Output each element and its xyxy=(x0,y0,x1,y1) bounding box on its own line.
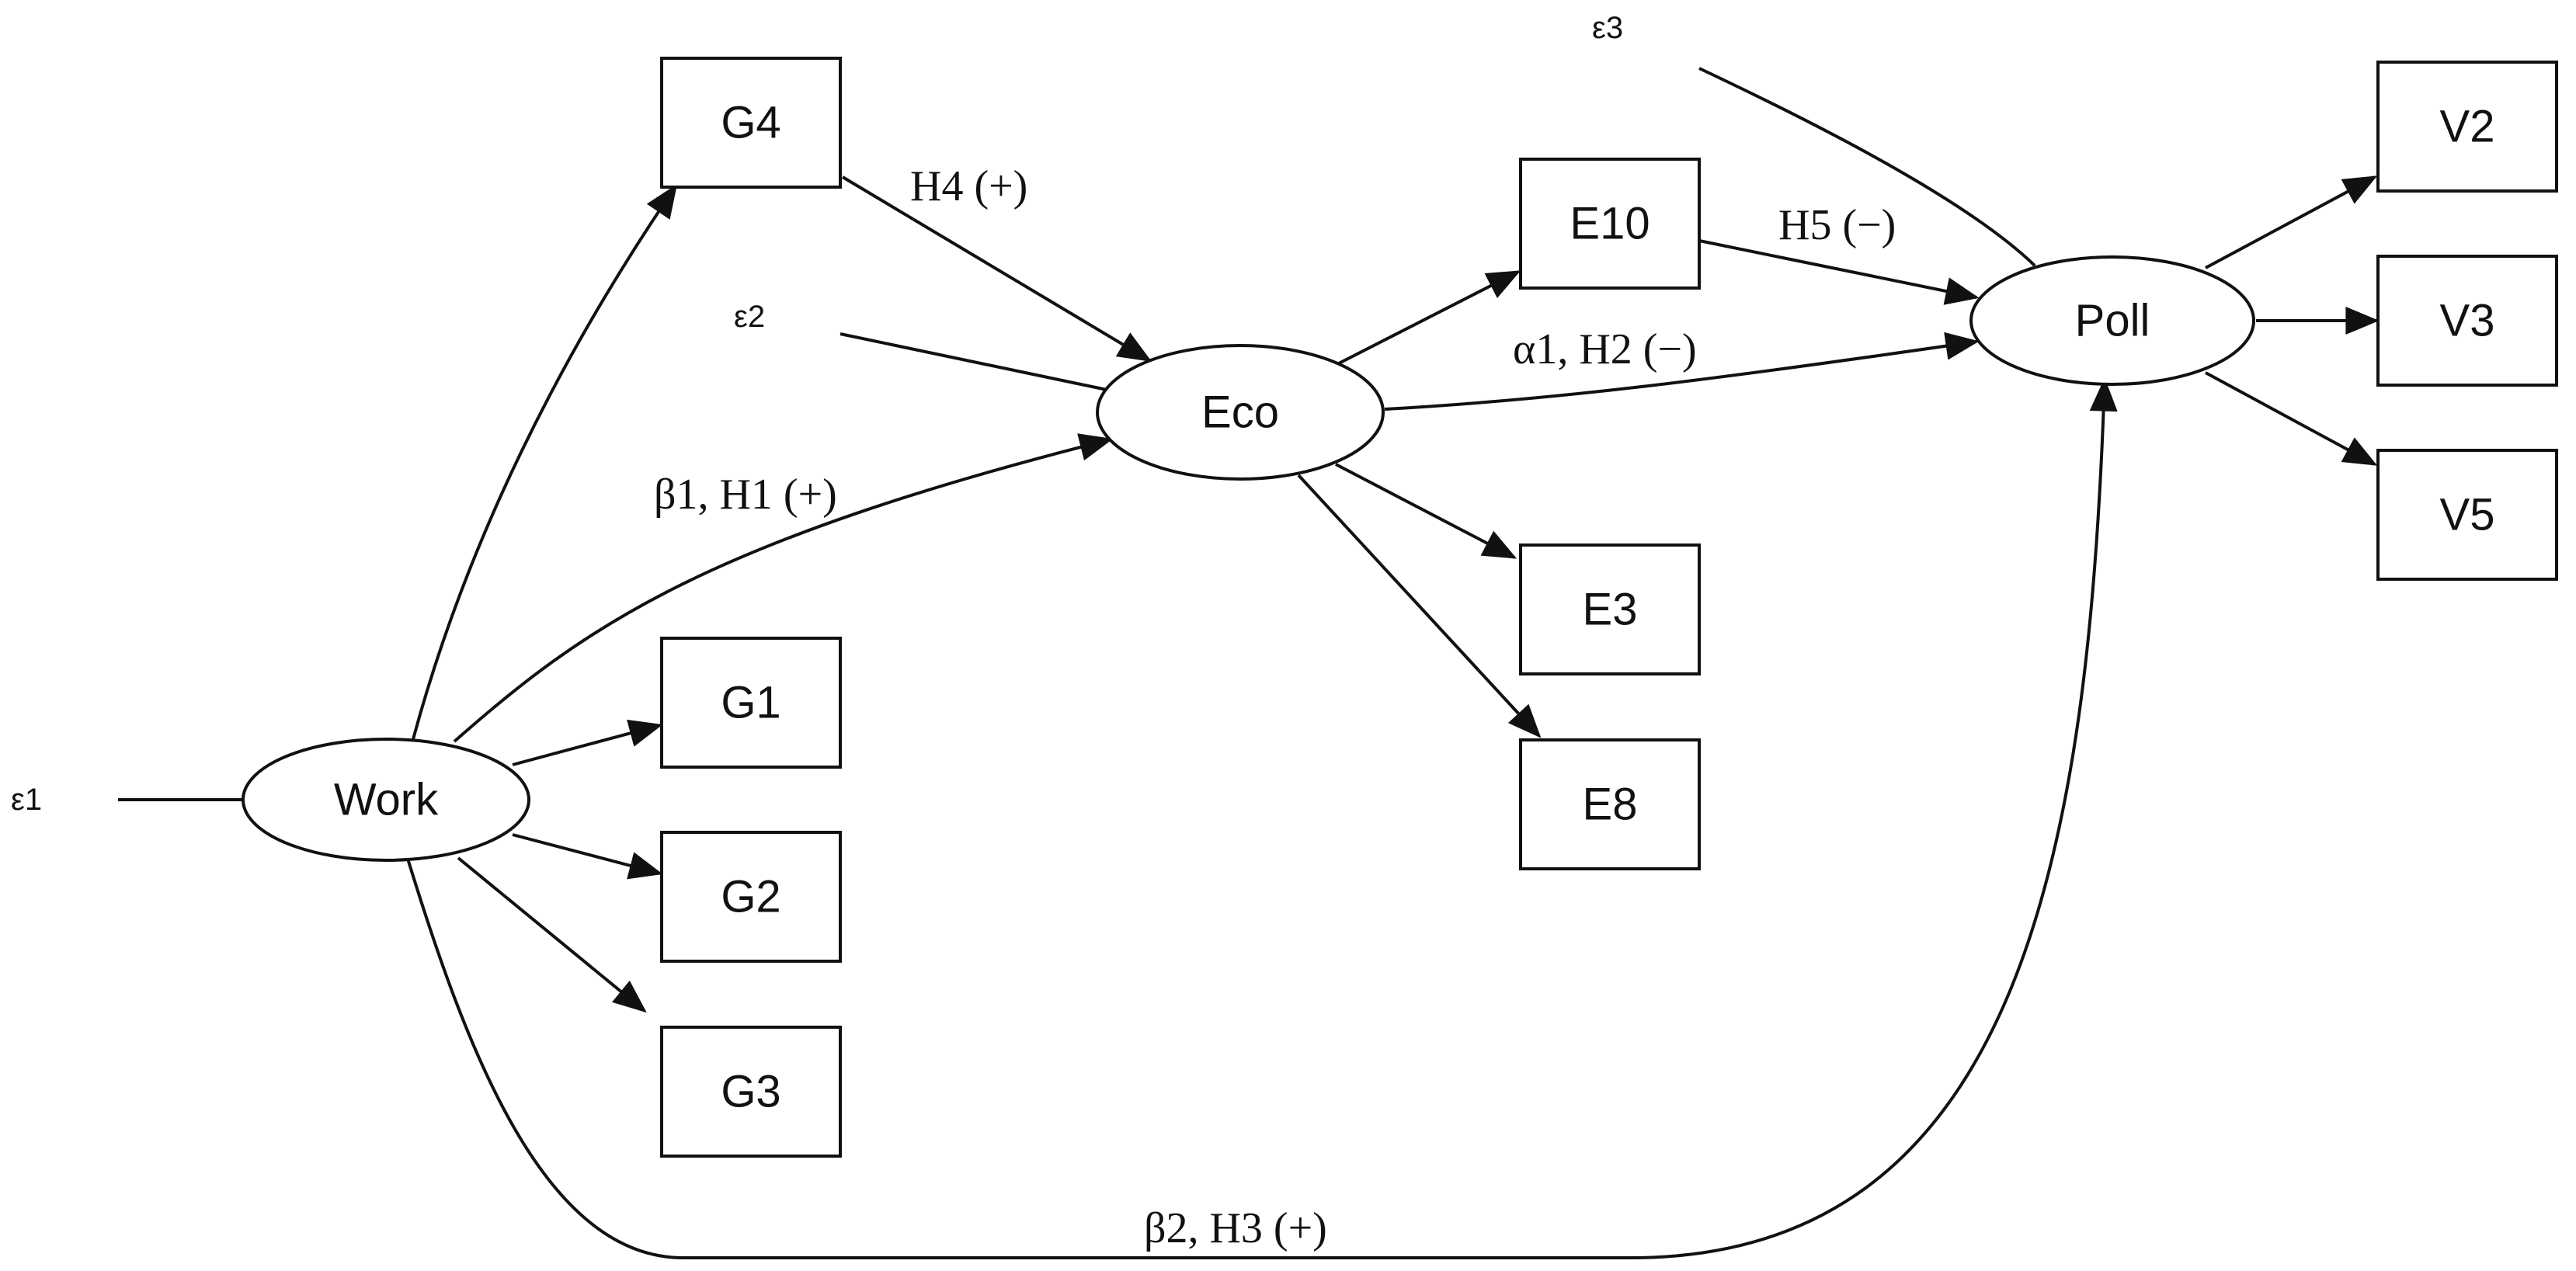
latent-poll: Poll xyxy=(1969,255,2255,386)
indicator-e8-label: E8 xyxy=(1583,780,1638,830)
path-label-h4: H4 (+) xyxy=(910,162,1027,210)
indicator-g4: G4 xyxy=(660,57,842,189)
indicator-g1-label: G1 xyxy=(721,678,780,728)
indicator-v3: V3 xyxy=(2376,255,2558,387)
indicator-v5-label: V5 xyxy=(2440,490,2495,540)
edge-poll-v2 xyxy=(2205,175,2378,269)
indicator-g3-label: G3 xyxy=(721,1067,780,1117)
edge-work-eco xyxy=(453,433,1114,743)
indicator-v5: V5 xyxy=(2376,449,2558,581)
edge-eco-poll xyxy=(1384,332,1980,411)
indicator-g1: G1 xyxy=(660,637,842,769)
indicator-e10-label: E10 xyxy=(1570,199,1650,249)
indicator-e8: E8 xyxy=(1519,738,1701,870)
indicator-v2: V2 xyxy=(2376,61,2558,193)
path-label-h5: H5 (−) xyxy=(1778,201,1896,249)
path-label-h1: β1, H1 (+) xyxy=(654,471,837,519)
error-label-e1: ε1 xyxy=(11,783,42,817)
error-line-e2 xyxy=(840,332,1111,392)
edge-g4-eco xyxy=(841,175,1152,362)
indicator-g3: G3 xyxy=(660,1026,842,1158)
indicator-e3: E3 xyxy=(1519,543,1701,675)
edge-work-g1 xyxy=(512,719,663,766)
path-label-h3: β2, H3 (+) xyxy=(1144,1204,1327,1252)
edge-poll-v5 xyxy=(2205,371,2378,466)
indicator-v3-label: V3 xyxy=(2440,296,2495,346)
edge-e10-poll xyxy=(1698,239,1980,305)
latent-poll-label: Poll xyxy=(2075,296,2150,346)
edge-eco-e10 xyxy=(1335,270,1521,366)
indicator-v2-label: V2 xyxy=(2440,102,2495,152)
error-label-e3: ε3 xyxy=(1592,11,1623,45)
latent-eco: Eco xyxy=(1096,344,1385,481)
indicator-g2-label: G2 xyxy=(721,872,780,922)
indicator-e3-label: E3 xyxy=(1583,585,1638,635)
indicator-e10: E10 xyxy=(1519,158,1701,290)
latent-work: Work xyxy=(242,738,530,862)
latent-work-label: Work xyxy=(334,775,439,825)
latent-eco-label: Eco xyxy=(1201,387,1279,438)
path-label-h2: α1, H2 (−) xyxy=(1513,325,1697,373)
edge-work-g2 xyxy=(512,833,663,880)
error-label-e2: ε2 xyxy=(734,300,765,334)
error-line-e3 xyxy=(1698,67,2036,267)
indicator-g2: G2 xyxy=(660,831,842,963)
edge-work-g3 xyxy=(457,856,647,1013)
edge-work-poll xyxy=(406,377,2118,1259)
edge-work-g4 xyxy=(412,184,678,740)
indicator-g4-label: G4 xyxy=(721,98,780,148)
edge-eco-e3 xyxy=(1335,463,1517,559)
edge-eco-e8 xyxy=(1297,474,1542,738)
